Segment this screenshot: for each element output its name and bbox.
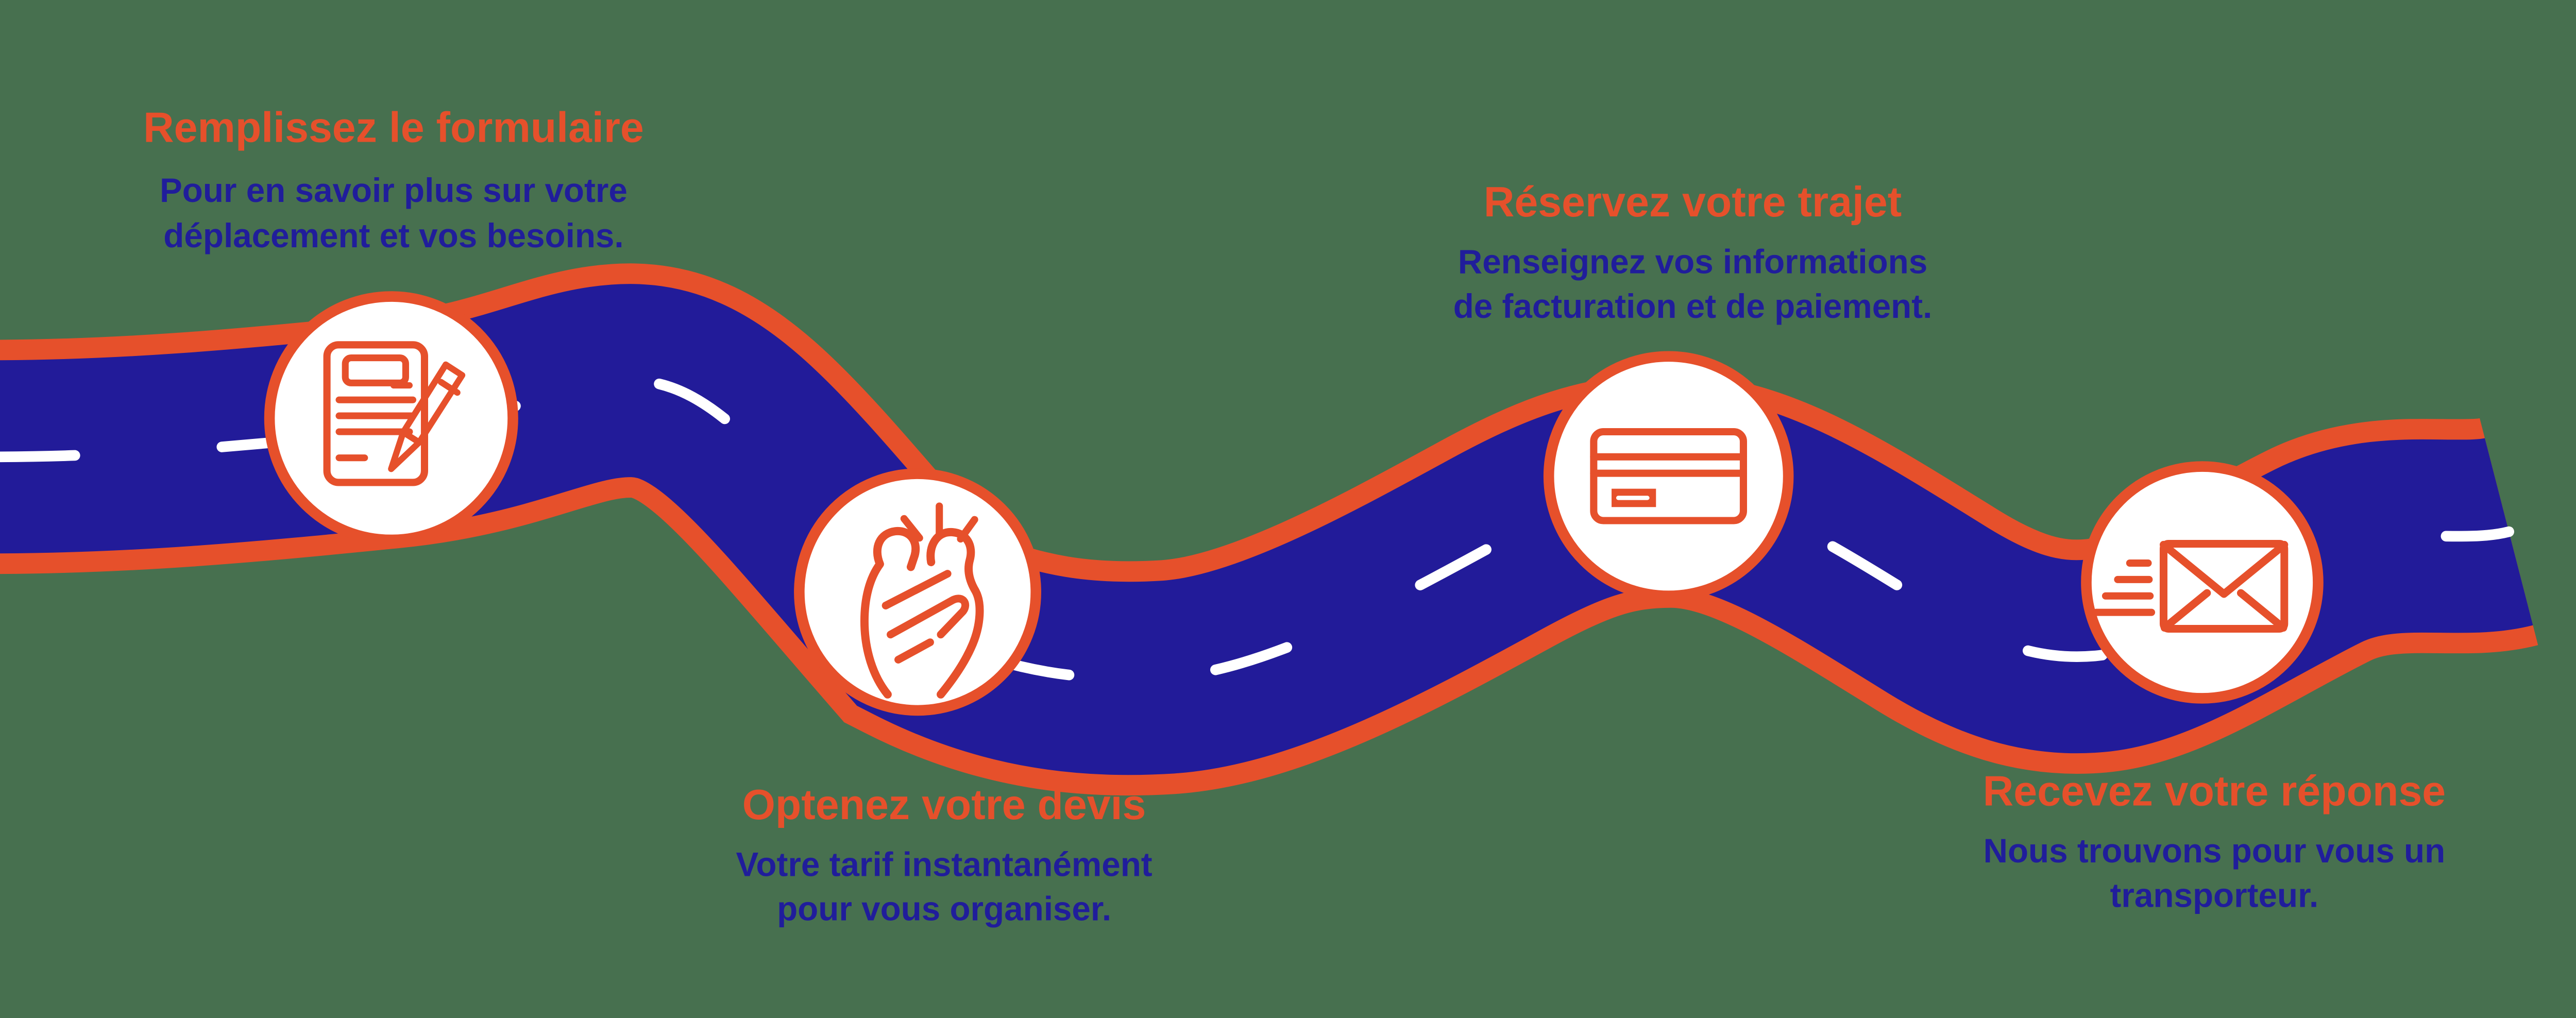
step-title: Réservez votre trajet (1484, 178, 1902, 226)
step-title: Recevez votre réponse (1983, 768, 2446, 815)
step-description-line: déplacement et vos besoins. (163, 217, 623, 254)
step-description-line: Votre tarif instantanément (736, 845, 1153, 883)
step-description-line: pour vous organiser. (777, 890, 1111, 928)
snap-fingers-icon (860, 502, 984, 699)
step-description-line: Nous trouvons pour vous un (1984, 832, 2446, 870)
step-description-line: Pour en savoir plus sur votre (160, 172, 628, 209)
mail-send-icon (2092, 539, 2289, 633)
step-description-line: transporteur. (2110, 876, 2319, 914)
step-description-line: de facturation et de paiement. (1453, 287, 1933, 325)
step-description-line: Renseignez vos informations (1458, 243, 1927, 281)
step-title: Remplissez le formulaire (143, 104, 644, 151)
step-title: Optenez votre devis (742, 781, 1146, 828)
credit-card-icon (1590, 428, 1747, 524)
step-icon-circle (2081, 461, 2324, 704)
form-pen-icon (323, 341, 466, 486)
